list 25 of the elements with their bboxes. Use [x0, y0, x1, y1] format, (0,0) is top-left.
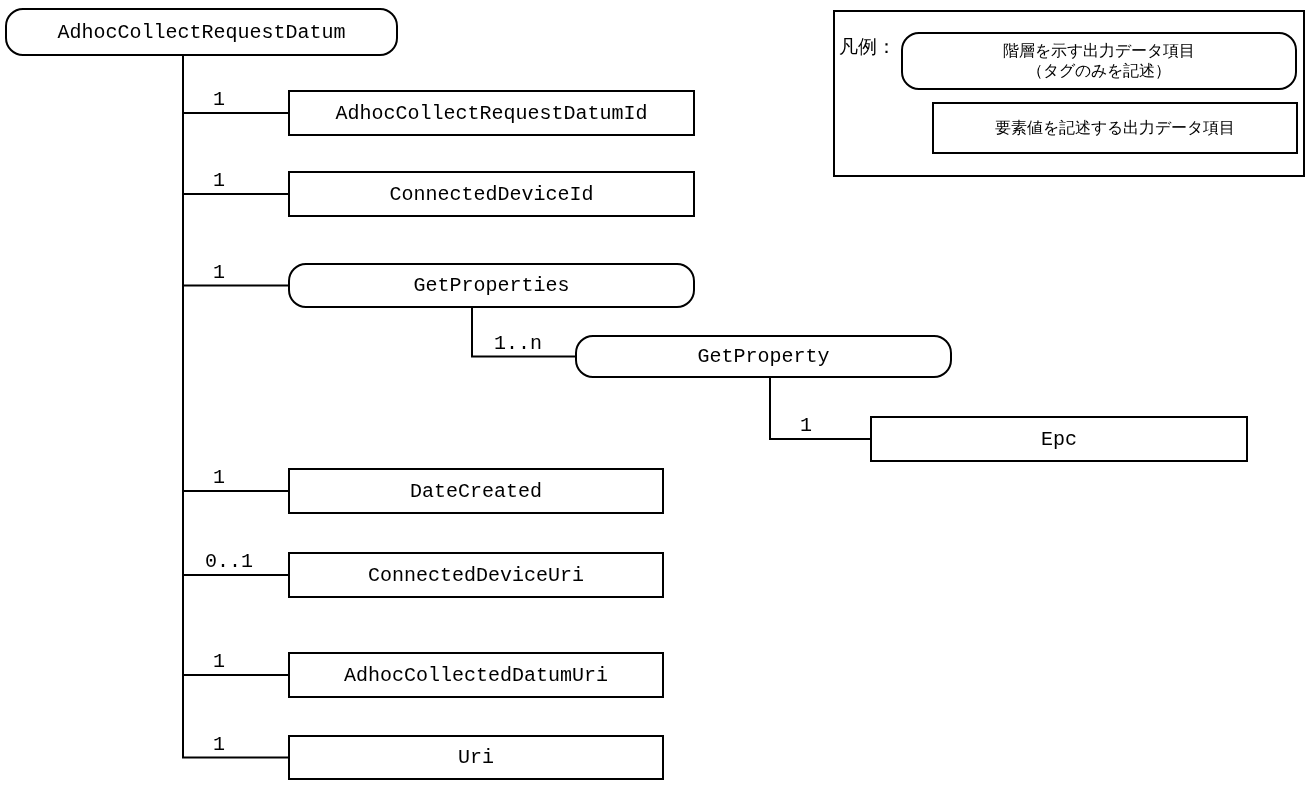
legend-frame: [833, 10, 1305, 177]
rounded-box: AdhocCollectRequestDatum: [5, 8, 398, 56]
multiplicity-label: 1: [213, 734, 225, 755]
process-box: Uri: [288, 735, 664, 780]
multiplicity-label: 0..1: [205, 552, 253, 572]
process-box: AdhocCollectedDatumUri: [288, 652, 664, 698]
connector-line: [471, 307, 576, 358]
rounded-box: GetProperty: [575, 335, 952, 378]
process-box: AdhocCollectRequestDatumId: [288, 90, 695, 136]
multiplicity-label: 1: [213, 468, 225, 488]
multiplicity-label: 1: [213, 171, 225, 191]
multiplicity-label: 1: [800, 416, 812, 436]
multiplicity-label: 1: [213, 652, 225, 672]
process-box: 要素値を記述する出力データ項目: [932, 102, 1298, 154]
process-box: ConnectedDeviceUri: [288, 552, 664, 598]
legend-title: 凡例：: [839, 34, 896, 59]
rounded-box: GetProperties: [288, 263, 695, 308]
connector-line: [769, 377, 871, 440]
multiplicity-label: 1: [213, 262, 225, 283]
process-box: Epc: [870, 416, 1248, 462]
multiplicity-label: 1..n: [494, 333, 542, 354]
multiplicity-label: 1: [213, 90, 225, 110]
process-box: ConnectedDeviceId: [288, 171, 695, 217]
process-box: DateCreated: [288, 468, 664, 514]
rounded-box: 階層を示す出力データ項目（タグのみを記述）: [901, 32, 1297, 90]
